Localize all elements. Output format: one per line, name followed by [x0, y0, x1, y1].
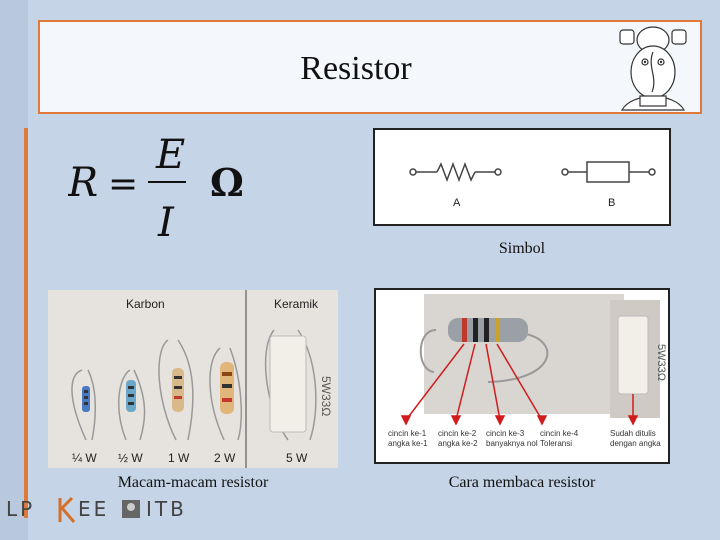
symbol-label-b: B [608, 197, 615, 209]
logo-k-mark-icon [58, 496, 76, 523]
reading-marking: 5W33Ω [655, 344, 667, 381]
lpkee-itb-logo: LP EE ITB [4, 494, 204, 524]
ganesha-emblem-icon [612, 22, 694, 114]
slide-title: Resistor [300, 50, 412, 87]
rating-5-watt: 5 W [286, 451, 308, 465]
label-band2-line1: cincin ke-2 [438, 429, 477, 438]
label-band4-line2: Toleransi [540, 439, 572, 448]
label-written-line2: dengan angka [610, 439, 661, 448]
rating-1-watt: 1 W [168, 451, 190, 465]
formula-equals: = [108, 164, 138, 205]
label-written-line1: Sudah ditulis [610, 429, 656, 438]
resistor-reading-photo: 5W33Ω cincin ke-1 angka ke-1 cincin ke-2… [374, 288, 670, 464]
title-box: Resistor [38, 20, 702, 114]
logo-text-lp: LP [6, 497, 35, 521]
left-accent-line [24, 128, 28, 518]
rating-2-watt: 2 W [214, 451, 236, 465]
resistor-symbol-figure: A B [373, 128, 671, 226]
left-decorative-band [0, 0, 28, 540]
group-ceramic-label: Keramik [274, 297, 319, 311]
label-band1-line2: angka ke-1 [388, 439, 428, 448]
rating-half-watt: ½ W [118, 451, 143, 465]
symbol-caption: Simbol [498, 240, 546, 257]
logo-text-itb: ITB [146, 497, 187, 521]
ceramic-marking: 5W33Ω [319, 376, 333, 416]
symbol-label-a: A [453, 197, 461, 209]
label-band2-line2: angka ke-2 [438, 439, 478, 448]
label-band1-line1: cincin ke-1 [388, 429, 427, 438]
logo-text-ee: EE [78, 497, 109, 521]
formula-lhs: R [68, 160, 98, 206]
formula-unit: Ω [210, 160, 244, 205]
formula-numerator: E [155, 138, 185, 178]
label-band3-line1: cincin ke-3 [486, 429, 525, 438]
rating-quarter-watt: ¼ W [72, 451, 97, 465]
resistor-types-photo: Karbon Keramik 5W33Ω ¼ W ½ W 1 W [48, 290, 338, 468]
label-band4-line1: cincin ke-4 [540, 429, 579, 438]
types-caption: Macam-macam resistor [117, 474, 269, 491]
ohm-law-formula: R = E I Ω [67, 132, 258, 248]
group-carbon-label: Karbon [126, 297, 165, 311]
label-band3-line2: banyaknya nol [486, 439, 538, 448]
formula-denominator: I [157, 200, 175, 246]
reading-caption: Cara membaca resistor [448, 474, 596, 491]
